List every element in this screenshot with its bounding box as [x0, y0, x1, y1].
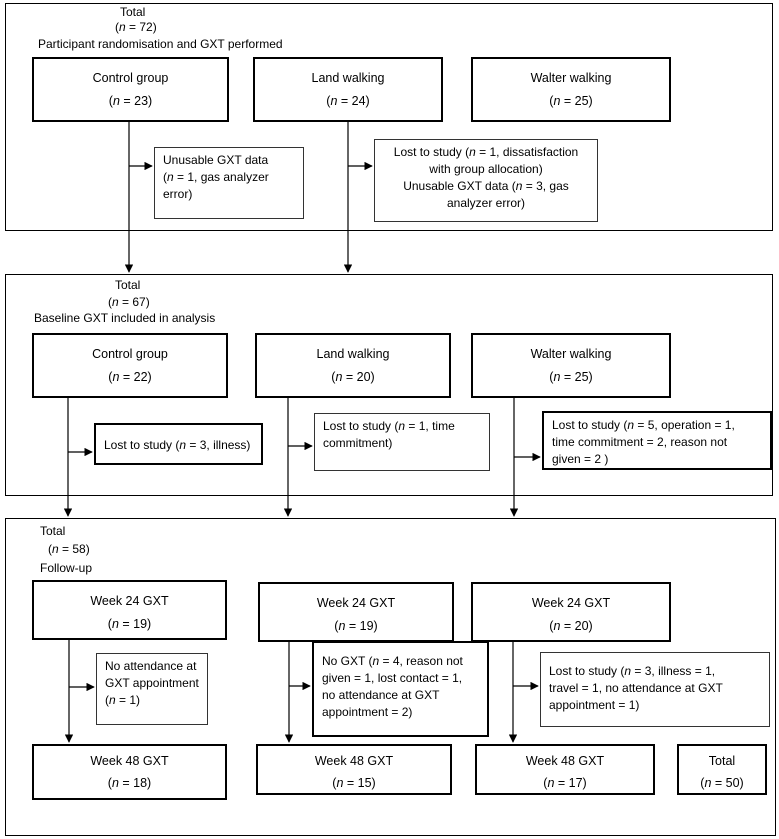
- group-title: Control group: [92, 347, 168, 361]
- stage1-total-label: Total: [120, 5, 146, 19]
- stage3-final-total: Total (n = 50): [677, 744, 767, 795]
- stage2-note-walter: Lost to study (n = 5, operation = 1, tim…: [542, 411, 772, 470]
- stage1-note-land: Lost to study (n = 1, dissatisfaction wi…: [374, 139, 598, 222]
- week24-title: Week 24 GXT: [531, 596, 611, 610]
- stage1-control-box: Control group (n = 23): [32, 57, 229, 122]
- stage3-week48-control: Week 48 GXT (n = 18): [32, 744, 227, 800]
- stage2-note-control: Lost to study (n = 3, illness): [94, 423, 263, 465]
- week48-n: (n = 18): [107, 776, 152, 790]
- stage2-walter-box: Walter walking (n = 25): [471, 333, 671, 398]
- group-title: Walter walking: [530, 347, 612, 361]
- week24-n: (n = 20): [549, 619, 593, 633]
- stage1-total-n: (n = 72): [115, 20, 157, 34]
- week48-n: (n = 17): [543, 776, 587, 790]
- stage3-week48-land: Week 48 GXT (n = 15): [256, 744, 452, 795]
- stage1-walter-box: Walter walking (n = 25): [471, 57, 671, 122]
- group-n: (n = 20): [331, 370, 375, 384]
- group-n: (n = 22): [108, 370, 152, 384]
- stage2-note-land: Lost to study (n = 1, time commitment): [314, 413, 490, 471]
- stage3-week48-walter: Week 48 GXT (n = 17): [475, 744, 655, 795]
- group-title: Land walking: [316, 347, 390, 361]
- group-n: (n = 25): [549, 370, 593, 384]
- stage1-subtitle: Participant randomisation and GXT perfor…: [38, 37, 283, 51]
- stage3-week24-walter: Week 24 GXT (n = 20): [471, 582, 671, 642]
- stage3-subtitle: Follow-up: [40, 561, 93, 575]
- stage3-week24-land: Week 24 GXT (n = 19): [258, 582, 454, 642]
- group-n: (n = 25): [549, 94, 593, 108]
- week48-title: Week 48 GXT: [525, 754, 605, 768]
- week24-title: Week 24 GXT: [316, 596, 396, 610]
- week48-n: (n = 15): [332, 776, 376, 790]
- stage2-total-n: (n = 67): [108, 295, 150, 309]
- final-total-n: (n = 50): [700, 776, 744, 790]
- week24-title: Week 24 GXT: [90, 594, 169, 608]
- group-title: Control group: [92, 71, 169, 85]
- week48-title: Week 48 GXT: [90, 754, 169, 768]
- stage2-subtitle: Baseline GXT included in analysis: [34, 311, 216, 325]
- stage2-total-label: Total: [115, 278, 141, 292]
- stage3-total-n: (n = 58): [48, 542, 90, 556]
- group-n: (n = 23): [108, 94, 153, 108]
- group-title: Walter walking: [530, 71, 612, 85]
- stage2-land-box: Land walking (n = 20): [255, 333, 451, 398]
- stage2-control-box: Control group (n = 22): [32, 333, 228, 398]
- stage1-land-box: Land walking (n = 24): [253, 57, 443, 122]
- group-title: Land walking: [311, 71, 385, 85]
- stage3-note-walter: Lost to study (n = 3, illness = 1, trave…: [540, 652, 770, 727]
- stage1-note-control: Unusable GXT data (n = 1, gas analyzer e…: [154, 147, 304, 219]
- week48-title: Week 48 GXT: [314, 754, 394, 768]
- week24-n: (n = 19): [107, 617, 152, 631]
- final-total-title: Total: [708, 754, 736, 768]
- stage3-week24-control: Week 24 GXT (n = 19): [32, 580, 227, 640]
- stage3-note-control: No attendance at GXT appointment (n = 1): [96, 653, 208, 725]
- stage3-note-land: No GXT (n = 4, reason not given = 1, los…: [312, 641, 489, 737]
- week24-n: (n = 19): [334, 619, 378, 633]
- stage3-total-label: Total: [40, 524, 66, 538]
- group-n: (n = 24): [326, 94, 370, 108]
